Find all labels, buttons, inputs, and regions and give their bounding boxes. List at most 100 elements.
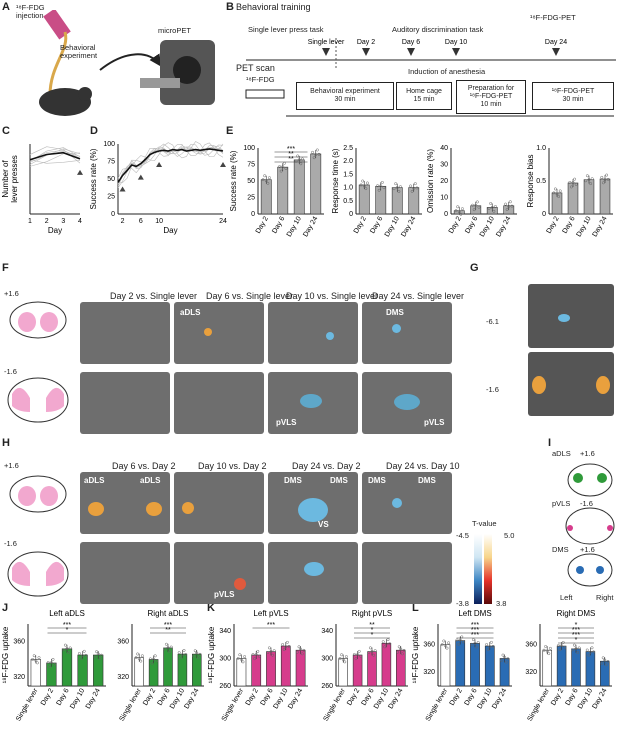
data-point: [379, 184, 383, 188]
data-point: [67, 651, 71, 654]
data-point: [177, 651, 181, 655]
x-tick-label: Day 10: [576, 215, 593, 238]
data-point: [168, 650, 172, 654]
data-point: [236, 656, 240, 660]
data-point: [445, 646, 449, 650]
data-point: [585, 648, 589, 652]
y-tick-label: 30: [440, 162, 448, 169]
data-point: [266, 651, 270, 655]
bar: [396, 649, 406, 687]
i-left-label: Left: [560, 593, 573, 602]
data-point: [571, 181, 575, 184]
data-point: [314, 153, 318, 157]
data-point: [239, 657, 243, 661]
f-label-pvls-2: pVLS: [424, 418, 445, 427]
syringe-icon: [43, 10, 71, 40]
data-point: [606, 659, 610, 663]
y-axis-label: ¹⁸F-FDG uptake: [207, 626, 216, 683]
injection-label: ¹⁸F-FDG injection: [16, 3, 45, 20]
behavioral-training-title: Behavioral training: [236, 2, 311, 12]
data-point: [457, 642, 461, 646]
colorbar-title: T-value: [472, 519, 497, 528]
data-point: [48, 665, 52, 669]
y-tick-label: 0: [349, 211, 353, 218]
data-point: [263, 174, 267, 178]
data-point: [381, 640, 385, 644]
data-point: [243, 655, 247, 659]
x-tick-label: 6: [139, 218, 143, 225]
y-tick-label: 25: [107, 194, 115, 201]
data-point: [477, 205, 481, 209]
h-label-vs: VS: [318, 520, 329, 529]
data-point: [266, 181, 270, 185]
individual-line: [117, 142, 224, 179]
data-point: [261, 178, 265, 182]
x-tick-label: Day 24: [302, 215, 319, 238]
y-tick-label: 10: [440, 195, 448, 202]
bar: [266, 651, 276, 687]
bar: [295, 649, 306, 687]
data-point: [279, 169, 283, 173]
x-tick-label: Day 2: [245, 687, 260, 706]
x-tick-label: 10: [155, 218, 163, 225]
data-point: [238, 653, 242, 657]
data-point: [354, 657, 358, 661]
data-point: [413, 182, 417, 186]
y-tick-label: 0: [251, 211, 255, 218]
anesthesia-label: Induction of anesthesia: [408, 67, 486, 76]
x-axis-label: Day: [48, 226, 62, 235]
f-label-adls: aDLS: [180, 308, 201, 317]
data-point: [49, 661, 53, 664]
x-tick-label: Day 10: [286, 215, 303, 238]
data-point: [447, 641, 451, 645]
chart-title: Left pVLS: [253, 609, 288, 618]
f-brain-8: pVLS: [362, 372, 452, 434]
panel-label-c: C: [2, 125, 10, 137]
data-point: [37, 656, 41, 660]
data-point: [140, 654, 144, 658]
data-point: [370, 650, 374, 653]
y-tick-label: 0: [111, 211, 115, 218]
data-point: [359, 654, 363, 658]
box-fdg-pet: ¹⁸F-FDG-PET 30 min: [532, 82, 614, 110]
timeline-marker: [322, 48, 330, 56]
bar: [599, 178, 611, 215]
data-point: [577, 646, 581, 650]
x-tick-label: Day 2: [448, 215, 463, 234]
data-point: [556, 644, 560, 647]
data-point: [155, 659, 159, 663]
bar: [583, 179, 595, 215]
data-point: [574, 647, 578, 651]
data-point: [475, 645, 479, 649]
h-brain-6: pVLS: [174, 542, 264, 604]
panel-label-a: A: [2, 1, 10, 13]
data-point: [476, 640, 480, 644]
i-row1-coord: +1.6: [580, 449, 595, 458]
sig-star: ***: [471, 627, 479, 634]
x-tick-label: Day 24: [495, 215, 512, 238]
data-point: [96, 652, 100, 656]
f-title-2: Day 6 vs. Single lever: [206, 291, 294, 301]
data-point: [299, 647, 303, 651]
y-tick-label: 75: [107, 159, 115, 166]
data-point: [179, 656, 183, 660]
individual-line: [29, 159, 81, 164]
x-tick-label: Day 24: [183, 687, 200, 710]
data-point: [31, 657, 35, 661]
y-tick-label: 1.5: [343, 171, 353, 178]
box-behavioral-experiment: Behavioral experiment 30 min: [296, 82, 394, 110]
sig-star: *: [575, 637, 578, 644]
data-point: [81, 654, 85, 658]
individual-line: [117, 145, 224, 184]
data-point: [440, 643, 444, 647]
x-tick-label: Day 2: [346, 687, 361, 706]
data-point: [278, 165, 281, 169]
data-point: [506, 657, 510, 661]
data-point: [264, 179, 268, 183]
y-tick-label: 0.5: [536, 178, 546, 185]
panel-i-atlas: [565, 463, 615, 587]
x-tick-label: 3: [61, 218, 65, 225]
f-title-3: Day 10 vs. Single lever: [286, 291, 379, 301]
